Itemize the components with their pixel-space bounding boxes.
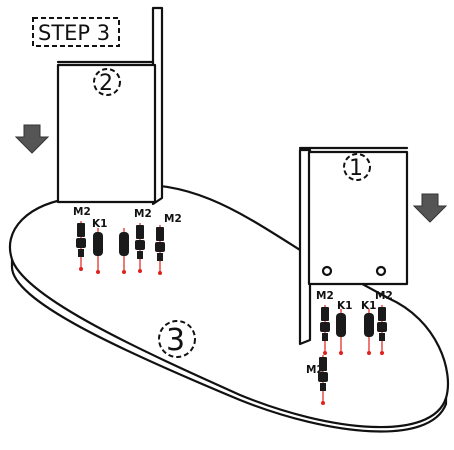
hardware-label: M2	[375, 290, 393, 302]
panel-right: 1	[298, 146, 409, 346]
part-2-label: 2	[99, 71, 113, 96]
cam-bolt	[76, 221, 86, 271]
cam-bolt	[135, 223, 145, 273]
cam-bolt	[155, 225, 165, 275]
part-3-badge	[158, 320, 196, 358]
down-arrow-icon	[412, 193, 448, 223]
part-2-badge	[93, 68, 121, 96]
panel-right-number: 1	[343, 153, 371, 181]
hardware-label: K1	[337, 300, 352, 312]
cam-bolt	[318, 355, 328, 405]
part-1-label: 1	[349, 156, 363, 181]
fasteners	[76, 221, 387, 405]
panel-right-hole-left	[321, 265, 333, 277]
dowel	[119, 228, 129, 274]
part-3-label: 3	[166, 323, 185, 358]
cam-bolt	[320, 305, 330, 355]
panel-left-face	[56, 63, 157, 204]
hardware-label: M2	[134, 208, 152, 220]
base-board-number: 3	[158, 320, 196, 358]
hardware-label: K1	[92, 218, 107, 230]
hardware-label: M2	[73, 206, 91, 218]
hardware-label: M2	[164, 213, 182, 225]
hardware-label: M2	[316, 290, 334, 302]
panel-right-side	[298, 148, 312, 346]
panel-right-hole-right	[375, 265, 387, 277]
panel-left-number: 2	[93, 68, 121, 96]
hardware-labels-left: M2 K1 M2 M2	[73, 206, 182, 230]
step-label: STEP 3	[32, 17, 120, 47]
dowel	[336, 309, 346, 355]
part-1-badge	[343, 153, 371, 181]
step-label-text: STEP 3	[38, 21, 110, 45]
hardware-label: K1	[361, 300, 376, 312]
base-board-edge	[10, 256, 448, 433]
dowel	[364, 309, 374, 355]
cam-bolt	[377, 305, 387, 355]
step-label-box	[32, 17, 120, 47]
dowel	[93, 228, 103, 274]
down-arrow-icon	[14, 124, 50, 154]
panel-left: 2	[56, 6, 164, 206]
panel-right-face	[307, 150, 409, 286]
